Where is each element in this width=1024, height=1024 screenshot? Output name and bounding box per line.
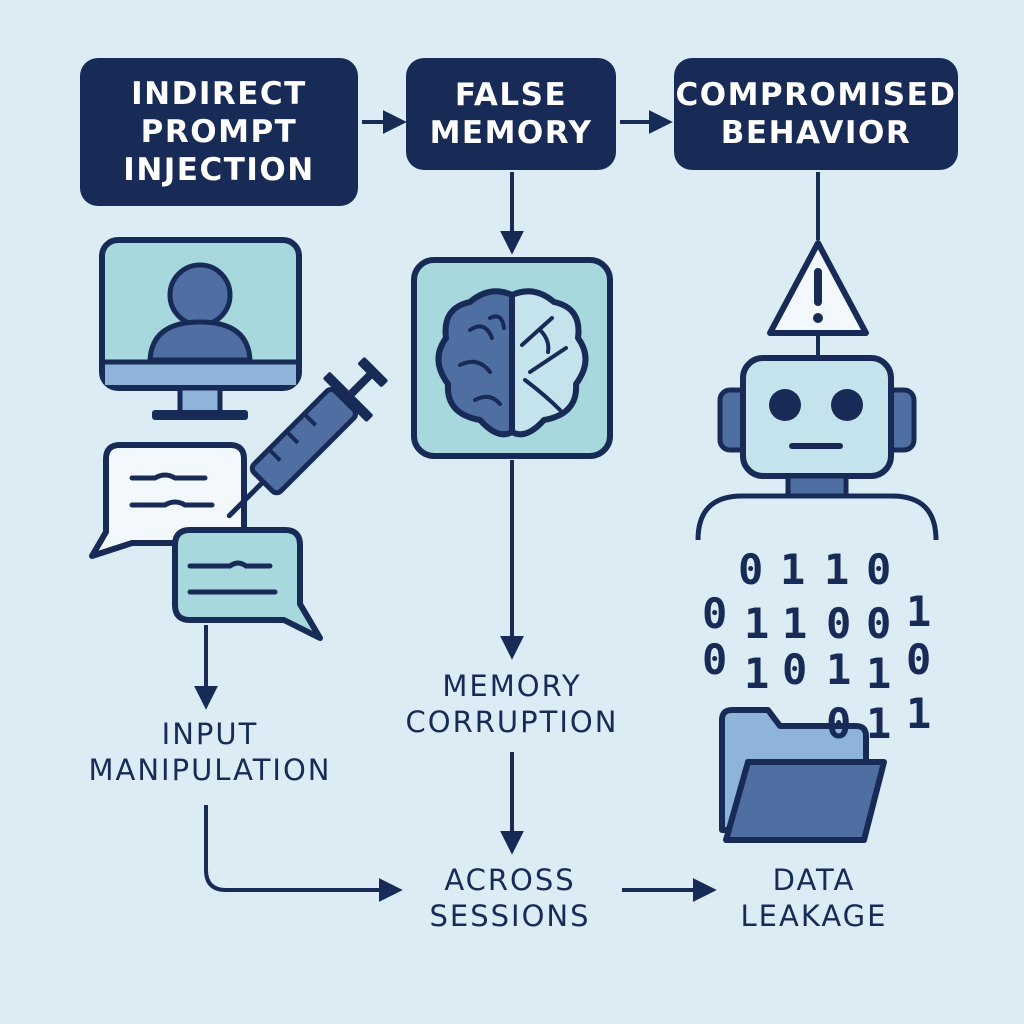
binary-digit: 1 <box>780 545 806 594</box>
binary-digit: 0 <box>826 699 852 748</box>
binary-digit: 1 <box>906 689 932 738</box>
box-text-line: PROMPT <box>140 114 298 150</box>
label-text-line: ACROSS <box>444 863 576 897</box>
label-text-line: LEAKAGE <box>740 899 888 933</box>
binary-digit: 0 <box>782 645 808 694</box>
binary-digit: 0 <box>826 599 852 648</box>
label-text-line: INPUT <box>161 717 259 751</box>
flow-arrows <box>194 110 820 902</box>
binary-digit: 1 <box>824 545 850 594</box>
label-memory-corruption: MEMORY CORRUPTION <box>370 668 654 740</box>
binary-digit: 0 <box>866 599 892 648</box>
binary-digit: 1 <box>866 699 892 748</box>
box-text-line: BEHAVIOR <box>720 115 912 151</box>
binary-digit: 1 <box>744 649 770 698</box>
syringe-icon <box>226 357 388 519</box>
label-text-line: CORRUPTION <box>405 705 619 739</box>
binary-digit: 1 <box>866 649 892 698</box>
box-text-line: INDIRECT <box>131 76 307 112</box>
folder-icon <box>719 707 887 843</box>
label-data-leakage: DATA LEAKAGE <box>714 862 914 934</box>
box-text-line: FALSE <box>454 77 568 113</box>
binary-digit: 1 <box>744 599 770 648</box>
box-false-memory: FALSE MEMORY <box>406 58 616 170</box>
binary-digit: 0 <box>702 589 728 638</box>
speech-bubble-icon <box>89 442 323 641</box>
binary-digit: 0 <box>738 545 764 594</box>
binary-digit: 1 <box>906 587 932 636</box>
robot-icon <box>695 355 939 541</box>
label-across-sessions: ACROSS SESSIONS <box>400 862 620 934</box>
monitor-user-icon <box>99 237 302 420</box>
box-indirect-prompt-injection: INDIRECT PROMPT INJECTION <box>80 58 358 206</box>
box-text-line: MEMORY <box>429 115 593 151</box>
box-text-line: INJECTION <box>123 152 315 188</box>
label-text-line: SESSIONS <box>429 899 591 933</box>
binary-digit: 0 <box>866 545 892 594</box>
box-text-line: COMPROMISED <box>675 77 957 113</box>
binary-digit: 0 <box>906 635 932 684</box>
box-compromised-behavior: COMPROMISED BEHAVIOR <box>674 58 958 170</box>
binary-digit: 1 <box>826 645 852 694</box>
warning-triangle-icon <box>767 240 869 336</box>
arrow-manipulation-to-across-sessions <box>204 805 403 902</box>
binary-digit: 0 <box>702 635 728 684</box>
brain-icon <box>411 257 613 459</box>
label-input-manipulation: INPUT MANIPULATION <box>50 716 370 788</box>
label-text-line: MEMORY <box>442 669 582 703</box>
label-text-line: MANIPULATION <box>88 753 332 787</box>
binary-digit: 1 <box>782 599 808 648</box>
label-text-line: DATA <box>772 863 856 897</box>
